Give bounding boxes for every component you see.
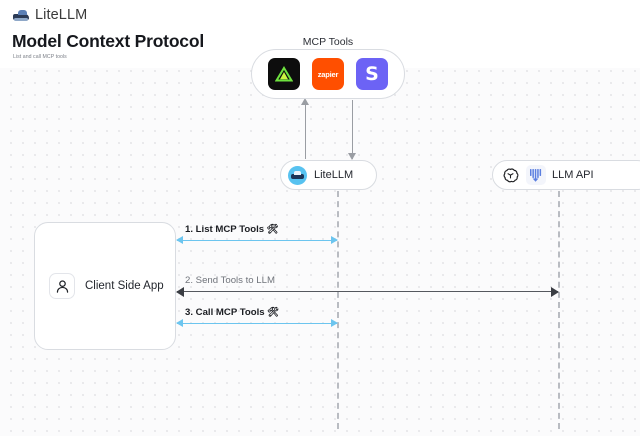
lifeline-llm-api <box>558 191 560 429</box>
openai-logo-icon <box>500 165 520 185</box>
litellm-avatar-icon <box>288 165 307 185</box>
linear-triangle-icon[interactable] <box>268 58 300 90</box>
message-2-arrowhead-left <box>176 287 184 297</box>
brand-bar: LiteLLM <box>0 0 640 30</box>
page-title: Model Context Protocol <box>12 31 204 51</box>
node-litellm-label: LiteLLM <box>314 169 354 181</box>
message-2-arrowhead-right <box>551 287 559 297</box>
arrow-litellm-to-mcp-line <box>305 100 306 159</box>
tools-emoji-icon: 🛠 <box>267 307 280 318</box>
node-litellm[interactable]: LiteLLM <box>280 160 377 190</box>
zapier-wordmark-icon[interactable]: zapier <box>312 58 344 90</box>
message-1-arrowhead-left <box>176 236 183 244</box>
page-subtitle: List and call MCP tools <box>13 54 67 60</box>
node-client-side-app-label: Client Side App <box>85 280 164 292</box>
message-3-arrowhead-right <box>331 319 338 327</box>
user-person-icon <box>49 273 75 299</box>
message-3-label: 3. Call MCP Tools <box>185 307 265 318</box>
message-2-label: 2. Send Tools to LLM <box>185 275 275 286</box>
node-client-side-app[interactable]: Client Side App <box>34 222 176 350</box>
tools-emoji-icon: 🛠 <box>266 224 279 235</box>
lifeline-litellm <box>337 191 339 429</box>
message-1-arrowhead-right <box>331 236 338 244</box>
node-llm-api-label: LLM API <box>552 169 594 181</box>
arrow-mcp-to-litellm-line <box>352 100 353 159</box>
node-llm-api[interactable]: LLM API <box>492 160 640 190</box>
anthropic-logo-icon <box>526 165 546 185</box>
mcp-tools-label: MCP Tools <box>302 36 354 48</box>
message-1-label: 1. List MCP Tools <box>185 224 265 235</box>
message-3-arrowhead-left <box>176 319 183 327</box>
mcp-tools-group[interactable]: zapier S <box>251 49 405 99</box>
arrow-mcp-to-litellm-head <box>348 153 356 160</box>
arrow-litellm-to-mcp-head <box>301 98 309 105</box>
slack-s-icon[interactable]: S <box>356 58 388 90</box>
brand-name: LiteLLM <box>35 7 88 23</box>
litellm-truck-icon <box>13 9 29 22</box>
